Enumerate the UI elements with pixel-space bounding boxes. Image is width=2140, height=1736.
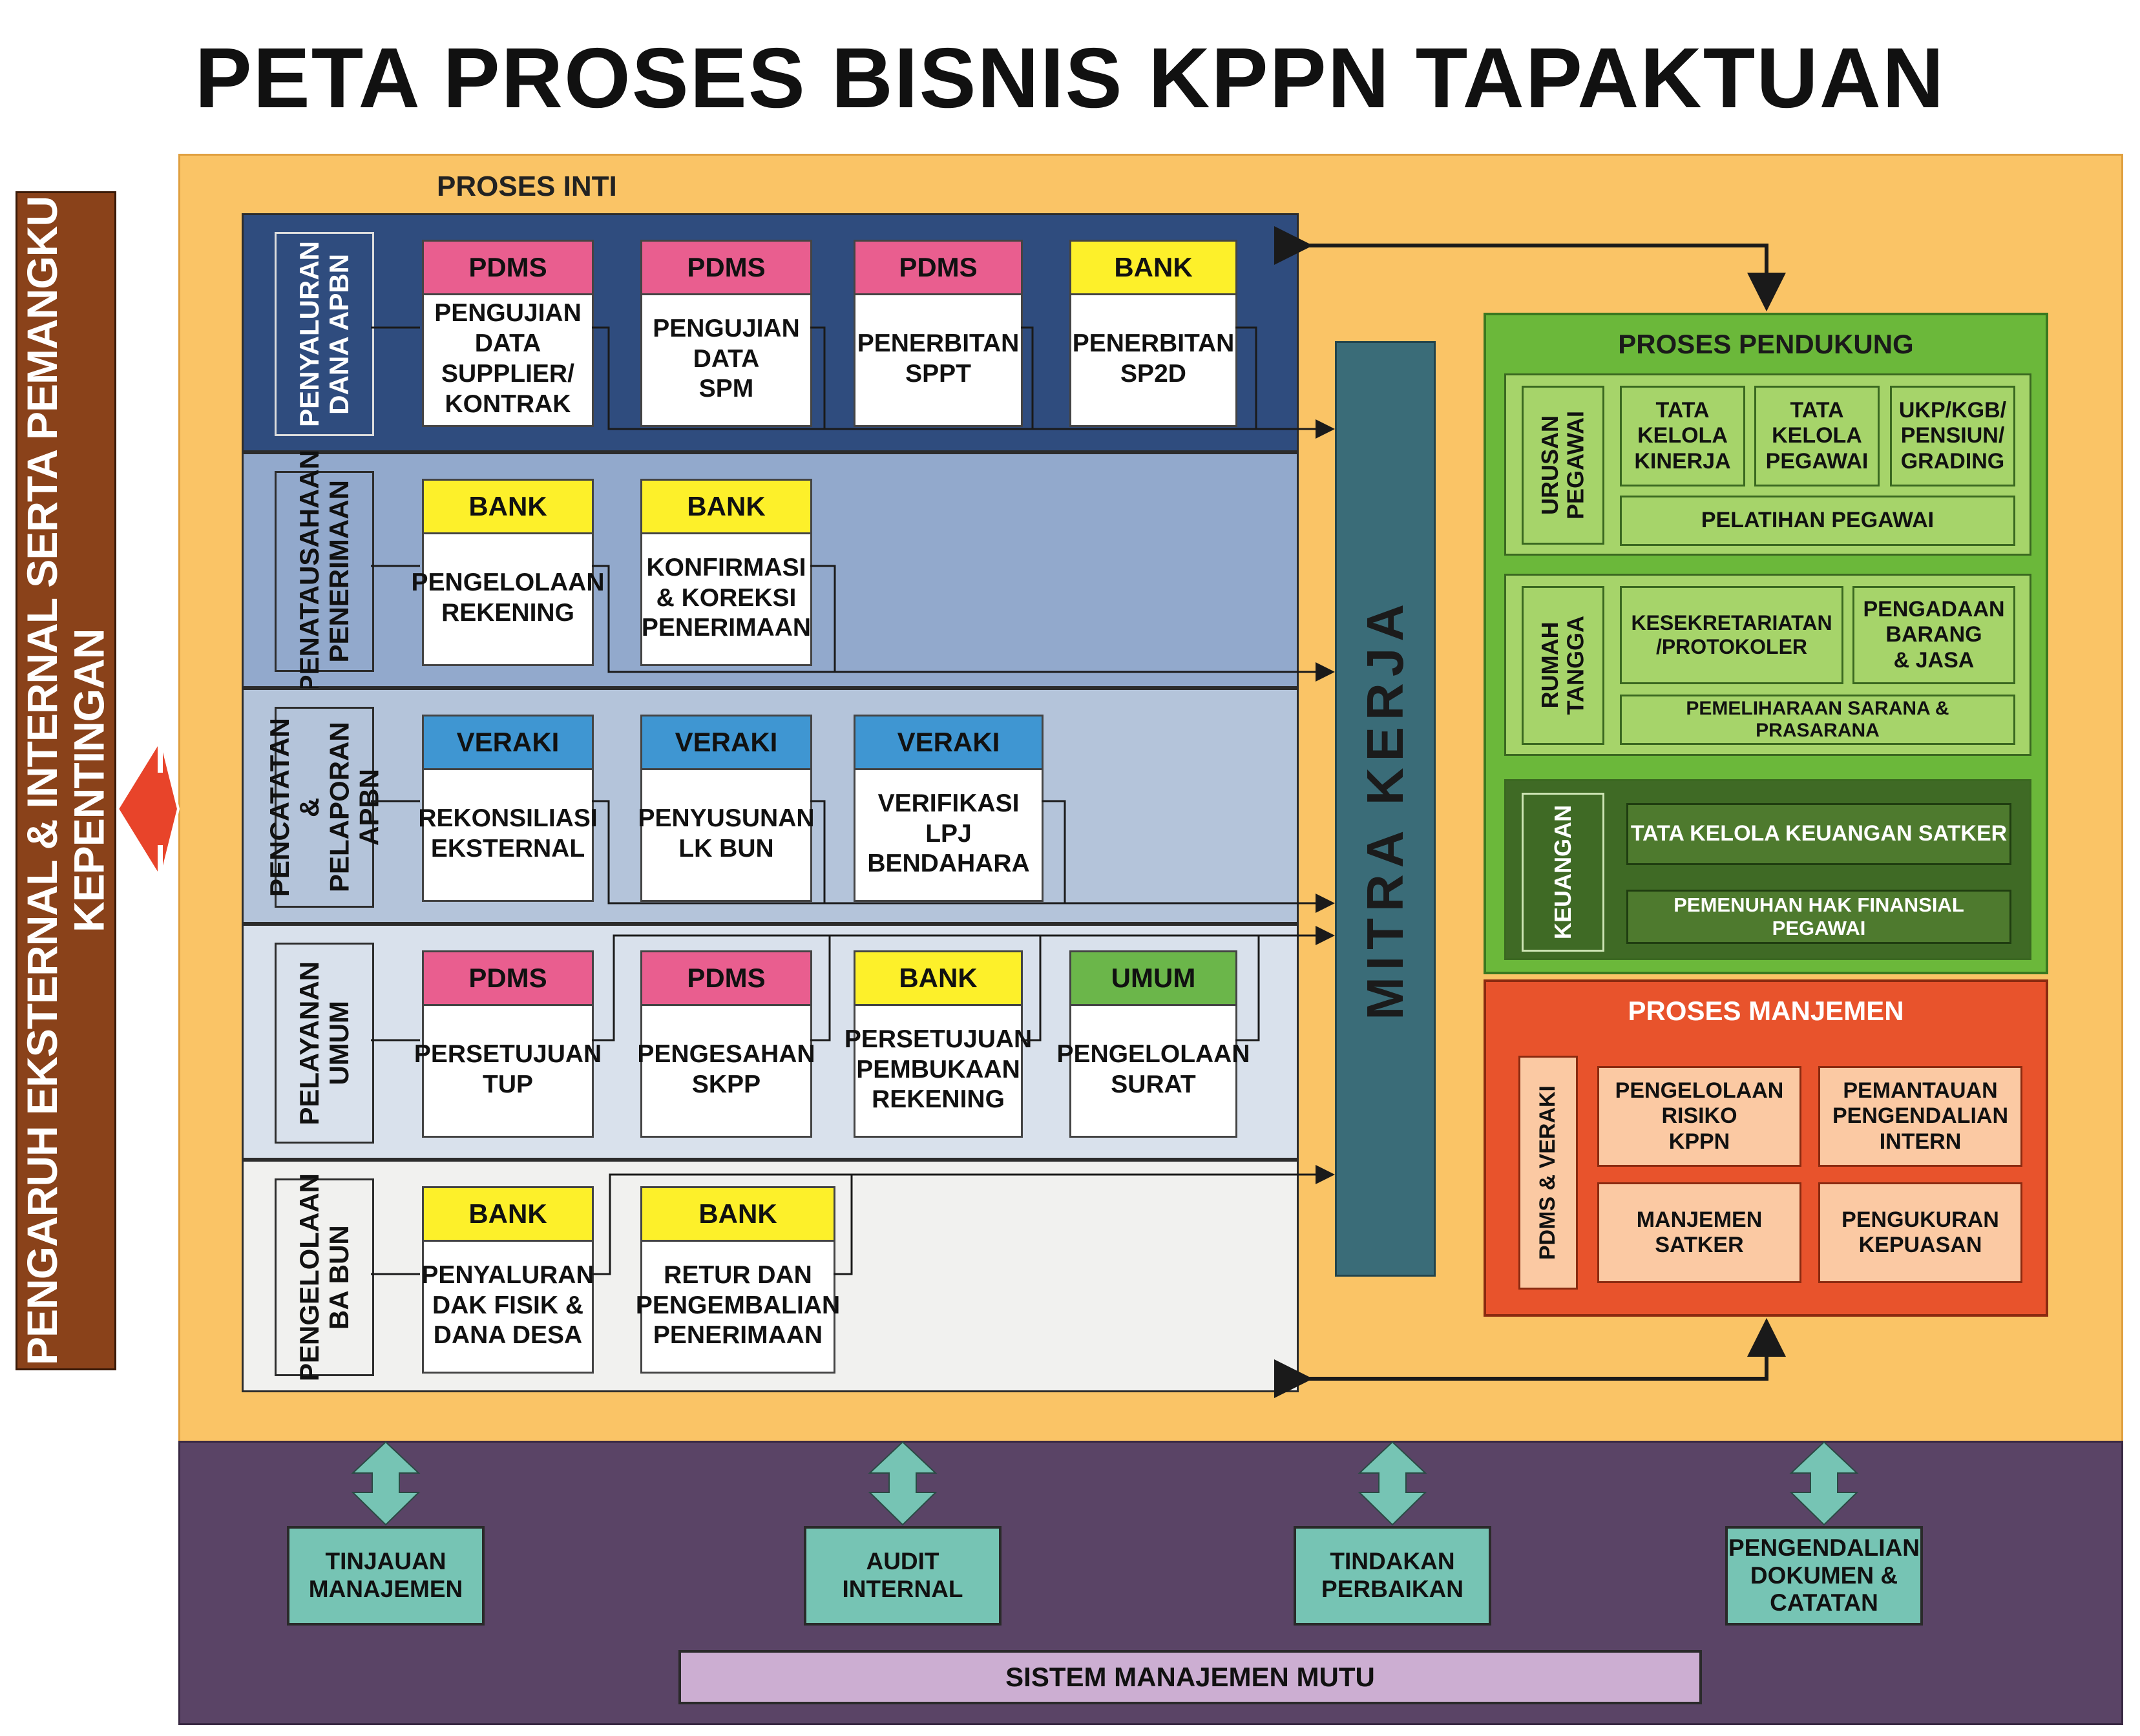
influence-double-arrow xyxy=(116,737,180,881)
lane-label: PENGELOLAAN BA BUN xyxy=(275,1173,374,1381)
keuangan-group: KEUANGAN TATA KELOLA KEUANGAN SATKER PEM… xyxy=(1504,779,2031,960)
tata-kelola-pegawai-cell: TATA KELOLA PEGAWAI xyxy=(1754,386,1880,486)
keuangan-label: KEUANGAN xyxy=(1522,793,1604,952)
card-body: PENGELOLAAN SURAT xyxy=(1056,1040,1250,1098)
lane-label: PENCATATAN & PELAPORAN APBN xyxy=(264,707,384,908)
stakeholder-label: PENGARUH EKSTERNAL & INTERNAL SERTA PEMA… xyxy=(18,196,113,1365)
card-header: PDMS xyxy=(642,952,810,1006)
pemantauan-pengendalian-cell: PEMANTAUAN PENGENDALIAN INTERN xyxy=(1818,1066,2022,1167)
card-header: BANK xyxy=(642,481,810,534)
tata-kelola-kinerja-cell: TATA KELOLA KINERJA xyxy=(1620,386,1745,486)
rumah-tangga-group: RUMAH TANGGA KESEKRETARIATAN /PROTOKOLER… xyxy=(1504,574,2031,756)
pengendalian-dokumen-box: PENGENDALIAN DOKUMEN & CATATAN xyxy=(1725,1526,1923,1626)
card-body: PENGESAHAN SKPP xyxy=(637,1040,815,1098)
card-header: VERAKI xyxy=(855,716,1042,770)
stakeholder-bar: PENGARUH EKSTERNAL & INTERNAL SERTA PEMA… xyxy=(16,191,116,1370)
ukp-kgb-cell: UKP/KGB/ PENSIUN/ GRADING xyxy=(1890,386,2015,486)
card-header: BANK xyxy=(424,481,592,534)
card-header: PDMS xyxy=(855,242,1021,295)
card-header: BANK xyxy=(1071,242,1235,295)
urusan-pegawai-label: URUSAN PEGAWAI xyxy=(1522,386,1604,545)
lane-label: PENATAUSAHAAN PENERIMAAN xyxy=(275,450,374,693)
card-body: PENYALURAN DAK FISIK & DANA DESA xyxy=(421,1260,594,1350)
process-card: BANK RETUR DAN PENGEMBALIAN PENERIMAAN xyxy=(635,1186,841,1374)
card-body: VERIFIKASI LPJ BENDAHARA xyxy=(867,789,1030,878)
sistem-manajemen-mutu-bar: SISTEM MANAJEMEN MUTU xyxy=(678,1650,1702,1704)
lane-label: PELAYANAN UMUM xyxy=(275,943,374,1144)
kesekretariatan-cell: KESEKRETARIATAN /PROTOKOLER xyxy=(1620,586,1843,684)
card-body: PERSETUJUAN TUP xyxy=(414,1040,602,1098)
lane-label: PENYALURAN DANA APBN xyxy=(275,232,374,436)
lane-1: PENATAUSAHAAN PENERIMAAN BANK PENGELOLAAN … xyxy=(242,450,1299,693)
process-card: PDMS PENGUJIAN DATA SPM xyxy=(640,240,812,427)
card-body: PENYUSUNAN LK BUN xyxy=(638,804,815,863)
card-header: VERAKI xyxy=(424,716,592,770)
process-card: PDMS PENERBITAN SPPT xyxy=(854,240,1023,427)
mitra-kerja-label: MITRA KERJA xyxy=(1356,598,1414,1020)
process-card: BANK KONFIRMASI & KOREKSI PENERIMAAN xyxy=(640,479,812,666)
card-body: KONFIRMASI & KOREKSI PENERIMAAN xyxy=(641,553,812,642)
pengukuran-kepuasan-cell: PENGUKURAN KEPUASAN xyxy=(1818,1182,2022,1283)
process-card: BANK PERSETUJUAN PEMBUKAAN REKENING xyxy=(844,950,1033,1138)
card-body: PENERBITAN SPPT xyxy=(857,329,1020,388)
lane-3: PELAYANAN UMUM PDMS PERSETUJUAN TUP PDMS PEN… xyxy=(242,924,1299,1160)
card-header: BANK xyxy=(424,1188,592,1242)
pelatihan-pegawai-cell: PELATIHAN PEGAWAI xyxy=(1620,496,2015,546)
card-header: BANK xyxy=(855,952,1021,1006)
process-card: PDMS PENGESAHAN SKPP xyxy=(637,950,815,1138)
urusan-pegawai-group: URUSAN PEGAWAI TATA KELOLA KINERJA TATA … xyxy=(1504,373,2031,556)
process-card: VERAKI PENYUSUNAN LK BUN xyxy=(638,715,815,902)
pemeliharaan-sarana-cell: PEMELIHARAAN SARANA & PRASARANA xyxy=(1620,695,2015,745)
proses-pendukung-title: PROSES PENDUKUNG xyxy=(1618,329,1914,359)
card-header: BANK xyxy=(642,1188,834,1242)
proses-inti-label: PROSES INTI xyxy=(437,171,617,202)
card-header: VERAKI xyxy=(642,716,810,770)
process-card: VERAKI REKONSILIASI EKSTERNAL xyxy=(418,715,598,902)
tindakan-perbaikan-box: TINDAKAN PERBAIKAN xyxy=(1294,1526,1491,1626)
proses-manjemen-panel: PROSES MANJEMEN PDMS & VERAKI PENGELOLAA… xyxy=(1484,979,2048,1317)
pengadaan-barang-cell: PENGADAAN BARANG & JASA xyxy=(1852,586,2015,684)
manjemen-satker-cell: MANJEMEN SATKER xyxy=(1597,1182,1801,1283)
process-card: PDMS PERSETUJUAN TUP xyxy=(414,950,602,1138)
card-header: PDMS xyxy=(424,242,592,295)
process-card: BANK PENERBITAN SP2D xyxy=(1069,240,1237,427)
card-body: PERSETUJUAN PEMBUKAAN REKENING xyxy=(844,1025,1033,1114)
pengelolaan-risiko-cell: PENGELOLAAN RISIKO KPPN xyxy=(1597,1066,1801,1167)
audit-internal-box: AUDIT INTERNAL xyxy=(804,1526,1002,1626)
process-card: BANK PENYALURAN DAK FISIK & DANA DESA xyxy=(421,1186,594,1374)
card-body: PENGUJIAN DATA SPM xyxy=(653,314,800,403)
proses-manjemen-title: PROSES MANJEMEN xyxy=(1628,996,1904,1026)
card-body: REKONSILIASI EKSTERNAL xyxy=(418,804,598,863)
process-card: VERAKI VERIFIKASI LPJ BENDAHARA xyxy=(854,715,1044,902)
proses-pendukung-panel: PROSES PENDUKUNG URUSAN PEGAWAI TATA KEL… xyxy=(1484,313,2048,974)
process-card: UMUM PENGELOLAAN SURAT xyxy=(1056,950,1250,1138)
card-header: PDMS xyxy=(642,242,810,295)
process-card: BANK PENGELOLAAN REKENING xyxy=(411,479,605,666)
card-body: PENGUJIAN DATA SUPPLIER/ KONTRAK xyxy=(434,299,582,418)
card-body: RETUR DAN PENGEMBALIAN PENERIMAAN xyxy=(635,1260,841,1350)
tata-kelola-keuangan-cell: TATA KELOLA KEUANGAN SATKER xyxy=(1626,803,2011,865)
pemenuhan-hak-cell: PEMENUHAN HAK FINANSIAL PEGAWAI xyxy=(1626,890,2011,944)
card-header: PDMS xyxy=(424,952,592,1006)
lane-4: PENGELOLAAN BA BUN BANK PENYALURAN DAK FIS… xyxy=(242,1160,1299,1392)
lane-2: PENCATATAN & PELAPORAN APBN VERAKI REKONSI… xyxy=(242,688,1299,924)
card-body: PENGELOLAAN REKENING xyxy=(411,569,605,627)
card-header: UMUM xyxy=(1071,952,1235,1006)
rumah-tangga-label: RUMAH TANGGA xyxy=(1522,586,1604,745)
card-body: PENERBITAN SP2D xyxy=(1072,329,1235,388)
tinjauan-manajemen-box: TINJAUAN MANAJEMEN xyxy=(287,1526,485,1626)
page-title: PETA PROSES BISNIS KPPN TAPAKTUAN xyxy=(194,30,1946,125)
mitra-kerja-bar: MITRA KERJA xyxy=(1335,341,1436,1277)
pdms-veraki-label: PDMS & VERAKI xyxy=(1518,1056,1578,1290)
